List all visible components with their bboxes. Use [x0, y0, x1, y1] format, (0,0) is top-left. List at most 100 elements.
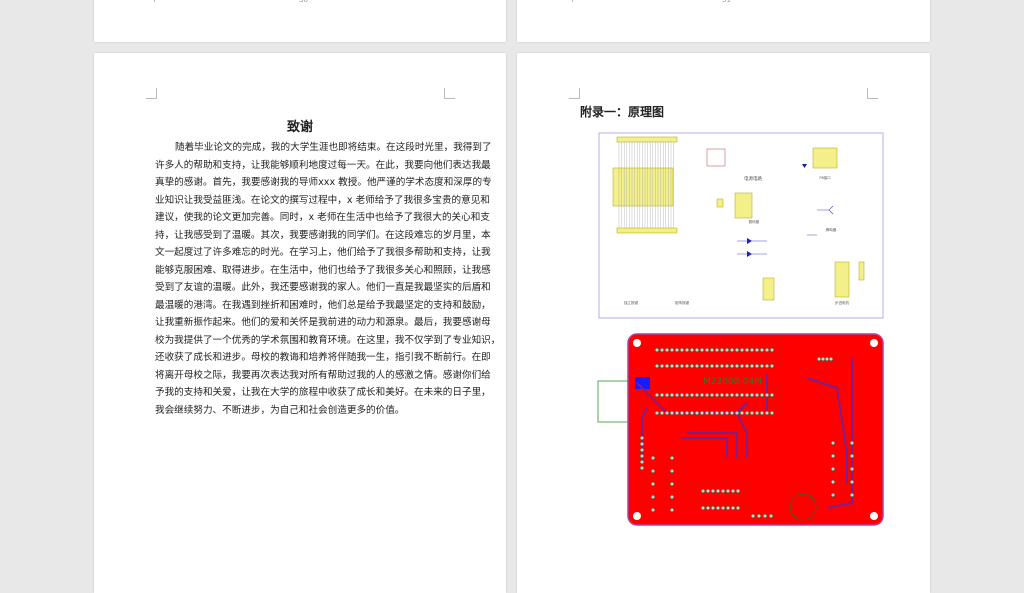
pcb-pad	[639, 465, 645, 471]
pcb-pad	[664, 392, 670, 398]
pcb-pad	[754, 410, 760, 416]
pcb-pad	[639, 441, 645, 447]
pcb-pad	[710, 505, 716, 511]
pcb-pad	[759, 363, 765, 369]
pcb-pad	[679, 363, 685, 369]
schematic-diagram: 电源电路 P8接口 数码管 蜂鸣器 独立按键 矩阵按键 步进电机	[597, 130, 885, 323]
pcb-pad	[659, 392, 665, 398]
page-appendix: 附录一：原理图 电源电路 P8接口 数码管 蜂鸣器 独立按键 矩阵按键 步进电机	[517, 53, 930, 593]
pcb-pad	[719, 347, 725, 353]
pcb-pad	[715, 505, 721, 511]
text-line: 将离开母校之际，我要再次表达我对所有帮助过我的人的感激之情。感谢你们给	[155, 369, 491, 381]
pcb-pad	[689, 363, 695, 369]
pcb-pad	[674, 363, 680, 369]
text-line: 许多人的帮助和支持，让我能够顺利地度过每一天。在此，我要向他们表达我最	[155, 159, 491, 171]
pcb-pad	[764, 410, 770, 416]
pcb-pad	[684, 392, 690, 398]
pcb-pad	[669, 455, 675, 461]
pcb-pad	[830, 479, 836, 485]
pcb-pad	[639, 447, 645, 453]
pcb-pad	[849, 440, 855, 446]
pcb-pad	[704, 363, 710, 369]
text-line: 文一起度过了许多难忘的时光。在学习上，他们给予了我很多帮助和支持，让我	[155, 247, 491, 258]
pcb-pad	[739, 363, 745, 369]
schematic-label: 数码管	[749, 219, 760, 224]
pcb-pad	[830, 466, 836, 472]
pcb-pad	[754, 392, 760, 398]
pcb-pad	[749, 410, 755, 416]
pcb-pad	[714, 347, 720, 353]
pcb-pad	[824, 356, 830, 362]
pcb-pad	[830, 453, 836, 459]
pcb-pad	[709, 347, 715, 353]
pcb-pad	[734, 347, 740, 353]
pcb-pad	[849, 492, 855, 498]
pcb-pad	[730, 505, 736, 511]
pcb-pad	[720, 488, 726, 494]
pcb-pad	[654, 363, 660, 369]
pcb-pad	[679, 392, 685, 398]
pcb-pad	[764, 347, 770, 353]
text-line: 还收获了成长和进步。母校的教诲和培养将伴随我一生，指引我不断前行。在即	[155, 352, 491, 363]
pcb-pad	[764, 392, 770, 398]
schematic-label: 独立按键	[624, 300, 638, 305]
pcb-pad	[700, 505, 706, 511]
pcb-pad	[735, 488, 741, 494]
pcb-pad	[689, 410, 695, 416]
pcb-pad	[669, 494, 675, 500]
pcb-pad	[674, 347, 680, 353]
schematic-label: 电源电路	[744, 175, 762, 182]
pcb-pad	[639, 435, 645, 441]
pcb-pad	[650, 455, 656, 461]
pcb-pad	[659, 347, 665, 353]
pcb-pad	[654, 392, 660, 398]
pcb-pad	[749, 363, 755, 369]
appendix-heading: 附录一：原理图	[580, 105, 665, 119]
page-31-bottom: 31	[517, 0, 930, 42]
text-line: 予我的支持和关爱，让我在大学的旅程中收获了成长和美好。在未来的日子里，	[155, 387, 491, 398]
pcb-pad	[684, 363, 690, 369]
pcb-pad	[664, 363, 670, 369]
pcb-pad	[729, 410, 735, 416]
pcb-pad	[730, 488, 736, 494]
page-30-bottom: 30	[94, 0, 506, 42]
pcb-pad	[764, 363, 770, 369]
pcb-pad	[744, 392, 750, 398]
pcb-pad	[659, 410, 665, 416]
pcb-layout: M22008-04M	[597, 333, 884, 526]
schematic-label: 蜂鸣器	[826, 227, 837, 232]
pcb-pad	[759, 410, 765, 416]
text-line: 业知识让我受益匪浅。在论文的撰写过程中，x 老师给予了我很多宝贵的意见和	[155, 194, 490, 206]
pcb-pad	[749, 347, 755, 353]
pcb-pad	[669, 347, 675, 353]
pcb-pad	[739, 347, 745, 353]
pcb-pad	[724, 410, 730, 416]
pcb-pad	[705, 505, 711, 511]
page-acknowledgements: 致谢 随着毕业论文的完成，我的大学生涯也即将结束。在这段时光里，我得到了许多人的…	[94, 53, 506, 593]
pcb-pad	[679, 347, 685, 353]
pcb-pad	[719, 410, 725, 416]
schematic-label: 矩阵按键	[675, 300, 689, 305]
pcb-pad	[650, 468, 656, 474]
pcb-pad	[639, 459, 645, 465]
pcb-pad	[735, 505, 741, 511]
pcb-pad	[709, 410, 715, 416]
pcb-pad	[724, 363, 730, 369]
pcb-pad	[769, 392, 775, 398]
pcb-pad	[664, 347, 670, 353]
pcb-board-label: M22008-04M	[703, 377, 762, 387]
pcb-pad	[650, 507, 656, 513]
text-line: 能够克服困难、取得进步。在生活中，他们也给予了我很多关心和照顾，让我感	[155, 264, 491, 276]
pcb-pad	[762, 513, 768, 519]
pcb-pad	[830, 440, 836, 446]
pcb-pad	[714, 410, 720, 416]
text-line: 持，让我感受到了温暖。其次，我要感谢我的同学们。在这段难忘的岁月里，本	[155, 229, 491, 241]
pcb-pad	[694, 347, 700, 353]
page-number: 30	[299, 0, 308, 4]
text-line: 建议，使我的论文更加完善。同时，x 老师在生活中也给予了我很大的关心和支	[155, 212, 490, 223]
pcb-pad	[744, 347, 750, 353]
pcb-pad	[705, 488, 711, 494]
page-number: 31	[722, 0, 731, 4]
pcb-pad	[759, 347, 765, 353]
pcb-pad	[674, 392, 680, 398]
